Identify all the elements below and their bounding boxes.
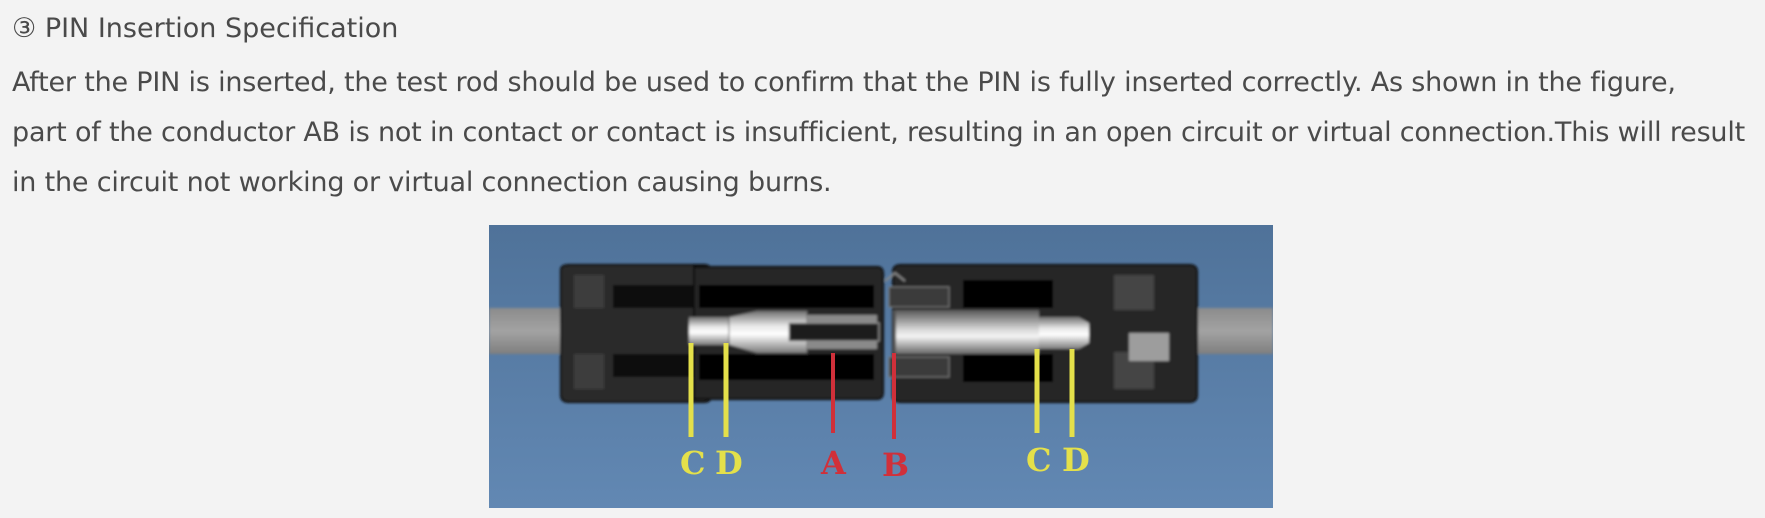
paragraph-line-1: After the PIN is inserted, the test rod … bbox=[12, 67, 1676, 98]
label-a: A bbox=[820, 444, 847, 482]
instruction-paragraph: After the PIN is inserted, the test rod … bbox=[12, 58, 1757, 208]
connector-diagram-svg: C D A B C D bbox=[489, 225, 1273, 508]
right-socket-sleeve bbox=[893, 310, 1039, 354]
label-b: B bbox=[882, 446, 909, 484]
section-number-marker: ③ bbox=[12, 13, 37, 44]
paragraph-line-3: in the circuit not working or virtual co… bbox=[12, 167, 832, 198]
label-right-c: C bbox=[1026, 441, 1051, 479]
section-title: PIN Insertion Specification bbox=[44, 13, 399, 44]
label-right-d: D bbox=[1062, 441, 1090, 479]
connector-cross-section-figure: C D A B C D bbox=[489, 225, 1273, 508]
label-left-d: D bbox=[715, 444, 743, 482]
label-left-c: C bbox=[680, 444, 705, 482]
section-heading: ③ PIN Insertion Specification bbox=[12, 10, 398, 48]
paragraph-line-2: part of the conductor AB is not in conta… bbox=[12, 117, 1746, 148]
center-pin-tube bbox=[788, 322, 880, 342]
